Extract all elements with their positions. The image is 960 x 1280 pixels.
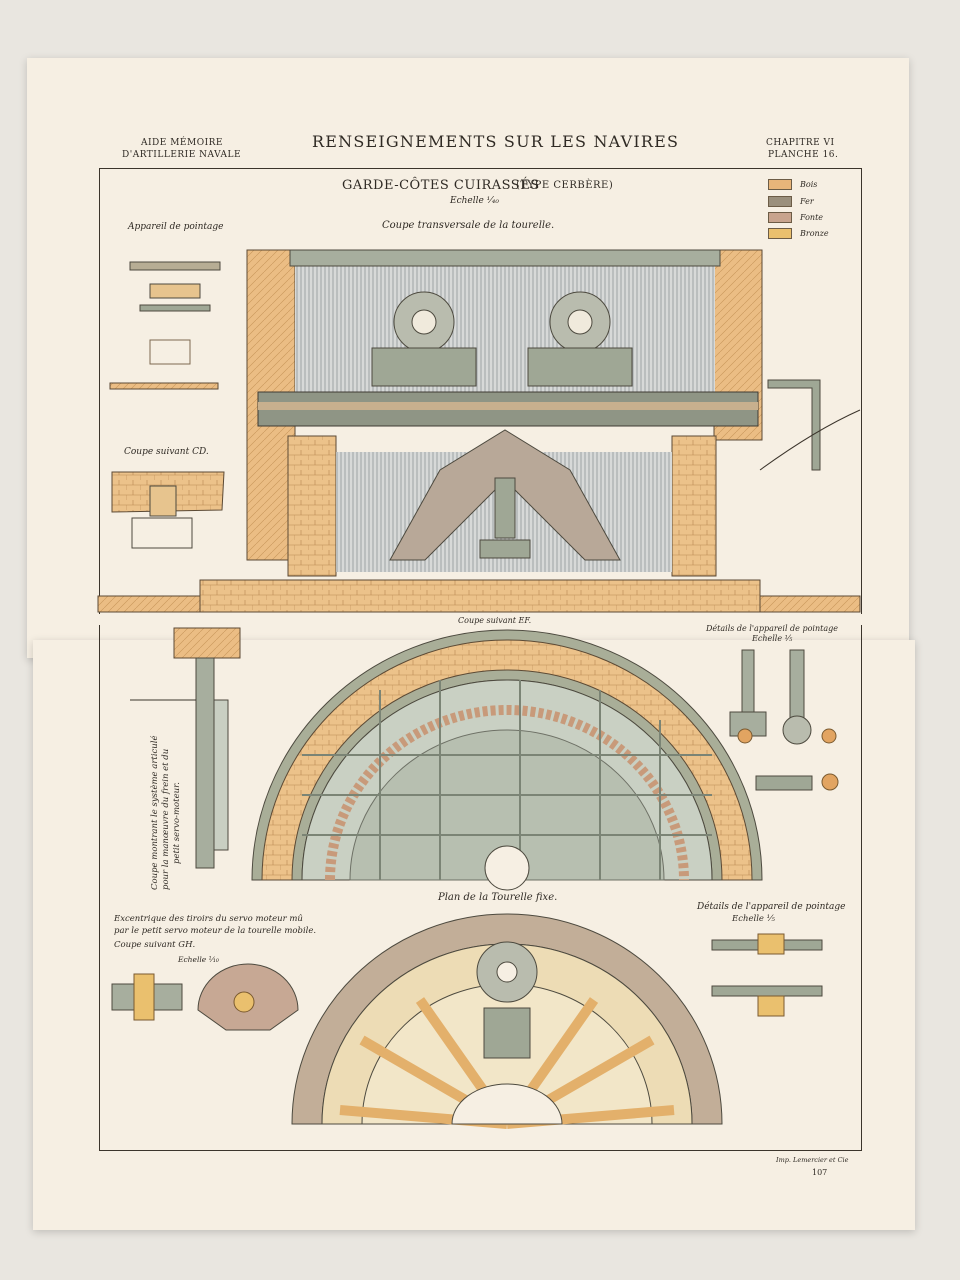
- legend-label-bronze: Bronze: [800, 229, 829, 238]
- caption-details-bottom: Détails de l'appareil de pointage: [697, 902, 846, 912]
- legend-swatch-fer: [768, 196, 792, 207]
- caption-appareil: Appareil de pointage: [128, 222, 224, 232]
- header-title: RENSEIGNEMENTS SUR LES NAVIRES: [312, 132, 680, 151]
- legend-item-fer: Fer: [768, 196, 814, 207]
- imprint: Imp. Lemercier et Cie: [776, 1156, 849, 1164]
- caption-echelle-gh: Echelle ¹⁄₁₀: [178, 955, 219, 964]
- legend-swatch-bois: [768, 179, 792, 190]
- caption-plan-tourelle: Plan de la Tourelle fixe.: [438, 892, 558, 903]
- eccentric-gh-detail: [111, 963, 299, 1031]
- legend-label-fonte: Fonte: [800, 213, 824, 222]
- plate-type: (TYPE CERBÈRE): [516, 180, 614, 191]
- plate-title: GARDE-CÔTES CUIRASSÉS: [342, 178, 540, 193]
- header-chapter: CHAPITRE VI: [766, 138, 835, 148]
- legend-item-fonte: Fonte: [768, 212, 823, 223]
- legend-item-bronze: Bronze: [768, 228, 829, 239]
- caption-details-top: Détails de l'appareil de pointage: [706, 624, 838, 633]
- caption-coupe-transversale: Coupe transversale de la tourelle.: [382, 220, 555, 231]
- header-plate: PLANCHE 16.: [768, 150, 839, 160]
- caption-excentrique2: par le petit servo moteur de la tourelle…: [114, 926, 317, 936]
- legend-label-bois: Bois: [800, 180, 818, 189]
- caption-coupe-gh: Coupe suivant GH.: [114, 940, 196, 950]
- turret-cross-section: [97, 249, 861, 613]
- caption-coupe-cd: Coupe suivant CD.: [124, 447, 209, 457]
- caption-echelle-top: Echelle ¹⁄₅: [752, 634, 793, 643]
- frame-upper: [99, 168, 862, 614]
- page-number: 107: [812, 1168, 828, 1177]
- legend-item-bois: Bois: [768, 179, 817, 190]
- turret-plan-ef: [251, 629, 763, 891]
- legend-swatch-bronze: [768, 228, 792, 239]
- header-left-line1: AIDE MÉMOIRE: [141, 138, 223, 148]
- legend-label-fer: Fer: [800, 197, 814, 206]
- caption-coupe-ef: Coupe suivant EF.: [458, 616, 532, 625]
- pointing-device-detail: [109, 261, 221, 390]
- legend-swatch-fonte: [768, 212, 792, 223]
- frame-lower: [99, 625, 862, 1151]
- caption-echelle-bottom: Echelle ¹⁄₅: [732, 914, 775, 924]
- caption-excentrique1: Excentrique des tiroirs du servo moteur …: [114, 914, 303, 924]
- section-cd-detail: [111, 471, 225, 549]
- articulated-system-detail: [130, 627, 241, 869]
- header-left-line2: D'ARTILLERIE NAVALE: [122, 150, 242, 160]
- pointing-device-detail-right: [729, 649, 839, 791]
- mobile-turret-plan: [291, 913, 723, 1129]
- plate-scale: Echelle ¹⁄₄₀: [450, 196, 500, 206]
- pointing-device-detail-bottom: [711, 933, 823, 1017]
